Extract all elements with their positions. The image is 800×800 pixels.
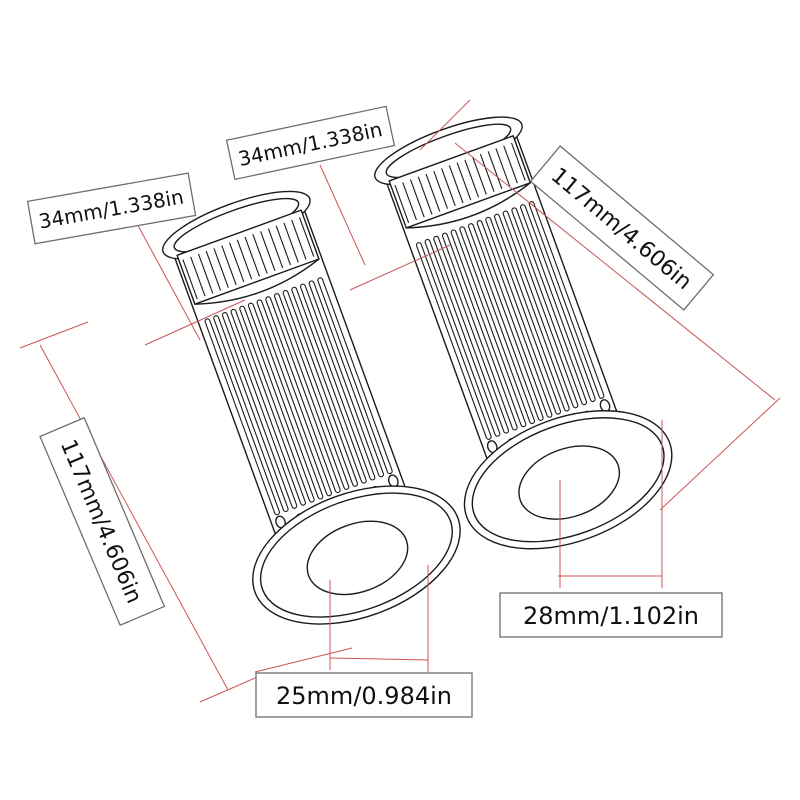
collar-rib xyxy=(221,245,237,286)
body-rib xyxy=(485,216,562,415)
body-rib xyxy=(511,207,588,406)
collar-rib xyxy=(267,228,284,269)
body-rib xyxy=(247,302,324,500)
collar-rib xyxy=(503,145,518,184)
body-rib xyxy=(221,312,298,509)
collar-rib xyxy=(487,151,503,190)
body-rib xyxy=(265,296,341,494)
right-length-dim-line xyxy=(454,142,776,401)
collar-rib xyxy=(394,185,410,223)
body-rib xyxy=(493,213,570,412)
label-left-inner-diameter: 25mm/0.984in xyxy=(255,672,473,718)
body-rib xyxy=(230,308,306,506)
collar-rib xyxy=(425,173,441,212)
collar-rib xyxy=(229,242,245,283)
body-rib xyxy=(239,305,315,503)
collar-rib xyxy=(441,168,456,207)
collar-rib xyxy=(417,176,433,215)
right-grip-collar-ribs xyxy=(394,142,526,223)
collar-rib xyxy=(252,233,268,274)
collar-rib xyxy=(205,250,222,291)
body-rib xyxy=(520,204,596,402)
collar-rib xyxy=(213,248,229,288)
collar-rib xyxy=(291,219,307,260)
body-rib xyxy=(424,238,501,437)
collar-rib xyxy=(283,222,299,263)
left-length-dim-line xyxy=(39,344,229,691)
body-rib xyxy=(502,210,579,409)
collar-rib xyxy=(298,216,315,257)
collar-rib xyxy=(464,159,480,198)
body-rib xyxy=(273,293,350,490)
body-rib xyxy=(291,286,367,484)
body-rib xyxy=(467,223,544,421)
body-rib xyxy=(282,289,359,487)
right-grip-body-ribs xyxy=(415,201,605,440)
dimension-lines xyxy=(19,99,781,703)
collar-rib xyxy=(472,156,487,195)
label-left-length: 117mm/4.606in xyxy=(39,416,166,627)
body-rib xyxy=(528,201,605,399)
body-rib xyxy=(299,283,376,481)
body-rib xyxy=(308,280,385,478)
svg-text:28mm/1.102in: 28mm/1.102in xyxy=(523,602,699,630)
right-grip-bore xyxy=(518,445,621,520)
right-top-diameter-leader xyxy=(319,164,366,266)
body-rib xyxy=(256,299,332,497)
right-grip xyxy=(374,116,673,550)
body-rib xyxy=(441,232,518,431)
svg-text:25mm/0.984in: 25mm/0.984in xyxy=(276,682,452,710)
label-right-top-diameter: 34mm/1.338in xyxy=(225,105,396,181)
collar-rib xyxy=(456,162,472,201)
body-rib xyxy=(415,242,492,440)
collar-rib xyxy=(495,148,511,187)
collar-rib xyxy=(510,142,526,181)
left-grip-bore xyxy=(306,520,409,596)
collar-rib xyxy=(190,256,206,297)
collar-rib xyxy=(182,259,198,300)
svg-text:117mm/4.606in: 117mm/4.606in xyxy=(546,163,696,295)
collar-rib xyxy=(244,236,260,277)
collar-rib xyxy=(275,225,292,266)
label-left-top-diameter: 34mm/1.338in xyxy=(26,172,197,245)
body-rib xyxy=(213,315,289,513)
collar-rib xyxy=(197,253,214,294)
body-rib xyxy=(459,226,536,425)
collar-rib xyxy=(433,170,449,209)
body-rib xyxy=(317,277,393,475)
collar-rib xyxy=(402,182,417,221)
left-grip-collar-ribs xyxy=(182,216,315,300)
collar-rib xyxy=(479,153,495,192)
body-rib xyxy=(204,318,280,516)
body-rib xyxy=(476,219,553,418)
collar-rib xyxy=(260,231,276,271)
body-rib xyxy=(450,229,527,428)
left-grip xyxy=(162,190,461,625)
collar-rib xyxy=(448,165,464,204)
label-right-inner-diameter: 28mm/1.102in xyxy=(499,592,723,638)
body-rib xyxy=(433,235,510,434)
left-inner-diameter-dim-line xyxy=(329,657,429,661)
collar-rib xyxy=(236,239,253,280)
left-grip-body-ribs xyxy=(204,277,393,516)
collar-rib xyxy=(409,179,425,218)
